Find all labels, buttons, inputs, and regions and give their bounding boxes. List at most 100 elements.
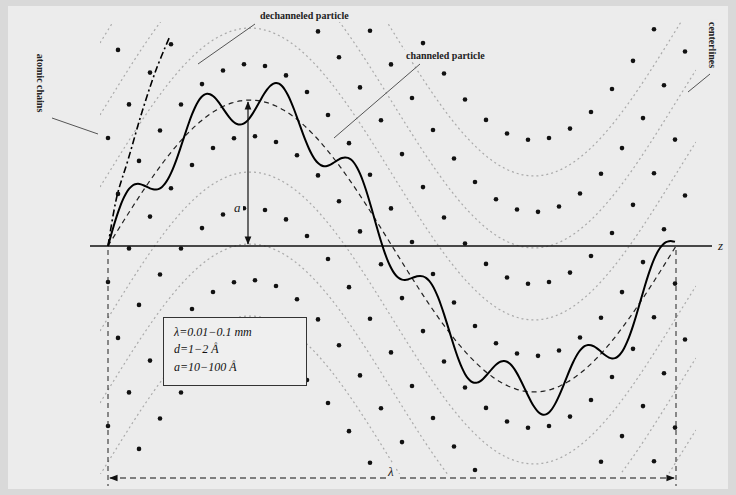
- atom-dot: [158, 272, 163, 277]
- atom-dot: [610, 231, 615, 236]
- atom-dot: [463, 97, 468, 102]
- dimension-label: a: [232, 200, 243, 216]
- atom-dot: [536, 210, 541, 215]
- atom-dot: [379, 118, 384, 123]
- atom-dot: [253, 278, 258, 283]
- atom-dot: [253, 134, 258, 139]
- atom-dot: [211, 146, 216, 151]
- atom-dot: [368, 317, 373, 322]
- parameter-box: λ=0.01−0.1 mmd=1−2 Åa=10−100 Å: [163, 317, 307, 386]
- atom-dot: [526, 137, 531, 142]
- plot-ground: [8, 6, 728, 489]
- atom-dot: [557, 204, 562, 209]
- atom-dot: [452, 156, 457, 161]
- atom-dot: [463, 385, 468, 390]
- atom-dot: [326, 257, 331, 262]
- atom-dot: [515, 207, 520, 212]
- trajectory-label: channeled particle: [404, 50, 487, 62]
- atom-dot: [316, 173, 321, 178]
- atom-dot: [368, 29, 373, 34]
- atom-dot: [673, 137, 678, 142]
- atom-dot: [526, 281, 531, 286]
- atom-dot: [127, 390, 132, 395]
- atom-dot: [463, 241, 468, 246]
- atom-dot: [578, 335, 583, 340]
- atom-dot: [221, 68, 226, 73]
- atom-dot: [683, 337, 688, 342]
- atom-dot: [505, 419, 510, 424]
- channel-centerline: [108, 100, 676, 392]
- atom-dot: [641, 404, 646, 409]
- atom-dot: [137, 303, 142, 308]
- centerline-curve: [100, 22, 696, 248]
- atom-dot: [620, 434, 625, 439]
- atom-dot: [305, 90, 310, 95]
- atom-dot: [442, 359, 447, 364]
- atom-dot: [484, 118, 489, 123]
- atom-dot: [158, 416, 163, 421]
- atom-dot: [347, 141, 352, 146]
- atom-dot: [158, 128, 163, 133]
- atom-dot: [148, 214, 153, 219]
- atom-dot: [179, 102, 184, 107]
- atomic-chain-dots: [106, 27, 688, 472]
- atom-dot: [400, 440, 405, 445]
- atom-dot: [641, 116, 646, 121]
- atom-dot: [400, 152, 405, 157]
- atom-dot: [442, 71, 447, 76]
- centerline-curve: [100, 316, 696, 474]
- atom-dot: [631, 59, 636, 64]
- atom-dot: [190, 163, 195, 168]
- centerline-curves: [100, 22, 696, 474]
- atom-dot: [536, 354, 541, 359]
- atom-dot: [568, 270, 573, 275]
- atom-dot: [589, 254, 594, 259]
- atom-dot: [368, 461, 373, 466]
- atom-dot: [599, 315, 604, 320]
- atom-dot: [505, 275, 510, 280]
- atom-dot: [400, 296, 405, 301]
- atom-dot: [589, 110, 594, 115]
- atom-dot: [673, 425, 678, 430]
- atom-dot: [305, 234, 310, 239]
- atom-dot: [515, 351, 520, 356]
- atom-dot: [232, 280, 237, 285]
- atom-dot: [263, 64, 268, 69]
- centerline-curve: [100, 172, 696, 464]
- parameter-text: λ=0.01−0.1 mm: [174, 324, 296, 341]
- atom-dot: [389, 62, 394, 67]
- dimension-label: λ: [386, 464, 396, 480]
- trajectory-label: dechanneled particle: [258, 10, 351, 22]
- atom-dot: [494, 197, 499, 202]
- atom-dot: [200, 226, 205, 231]
- atom-dot: [662, 83, 667, 88]
- centerline-curve: [100, 22, 696, 176]
- atom-dot: [599, 171, 604, 176]
- atom-dot: [568, 414, 573, 419]
- atom-dot: [274, 284, 279, 289]
- atom-dot: [557, 348, 562, 353]
- atom-dot: [568, 126, 573, 131]
- atom-dot: [389, 206, 394, 211]
- atom-dot: [547, 280, 552, 285]
- atom-dot: [106, 136, 111, 141]
- atom-dot: [190, 307, 195, 312]
- leader-line: [688, 74, 710, 92]
- period-extension: [108, 250, 109, 486]
- atom-dot: [662, 227, 667, 232]
- atom-dot: [137, 447, 142, 452]
- atom-dot: [452, 444, 457, 449]
- atom-dot: [274, 140, 279, 145]
- atom-dot: [316, 317, 321, 322]
- atom-dot: [232, 136, 237, 141]
- atom-dot: [610, 375, 615, 380]
- leader-line: [198, 24, 255, 64]
- atom-dot: [452, 300, 457, 305]
- atom-dot: [284, 217, 289, 222]
- atom-dot: [599, 459, 604, 464]
- atom-dot: [484, 262, 489, 267]
- atom-dot: [473, 468, 478, 473]
- atom-dot: [673, 281, 678, 286]
